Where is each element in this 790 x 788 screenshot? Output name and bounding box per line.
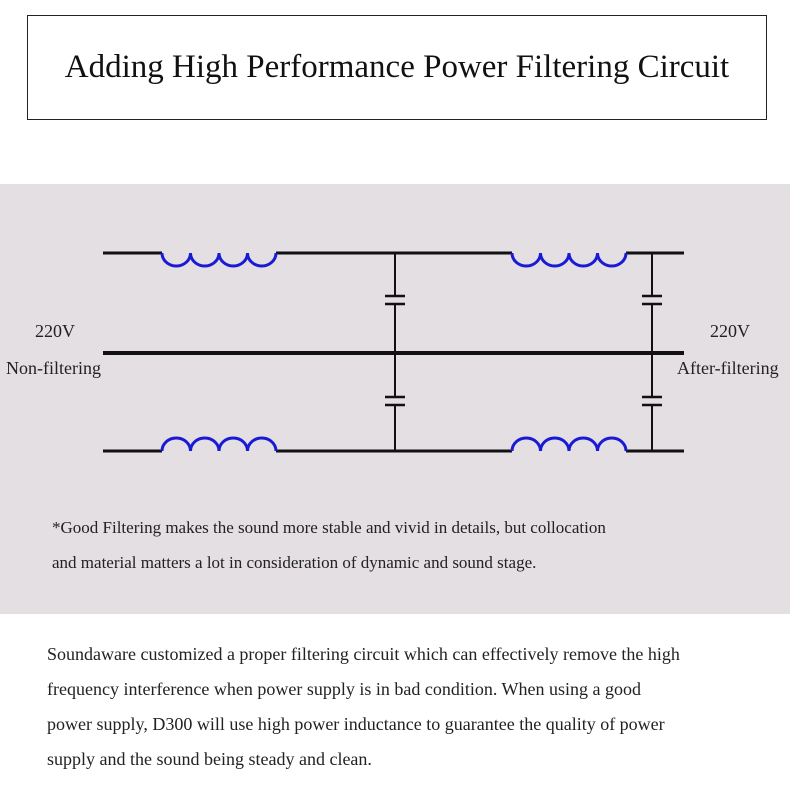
inductor-top-1 <box>160 252 278 268</box>
inductor-top-2 <box>510 252 628 268</box>
note-line-1: *Good Filtering makes the sound more sta… <box>52 518 606 537</box>
right-voltage-label: 220V <box>710 321 750 341</box>
inductor-bottom-2 <box>510 436 628 452</box>
filtering-note: *Good Filtering makes the sound more sta… <box>52 510 752 580</box>
note-line-2: and material matters a lot in considerat… <box>52 553 537 572</box>
right-state-label: After-filtering <box>677 358 779 378</box>
left-voltage-label: 220V <box>35 321 75 341</box>
title-box: Adding High Performance Power Filtering … <box>27 15 767 120</box>
capacitor-branch-1 <box>385 253 405 451</box>
inductor-bottom-1 <box>160 436 278 452</box>
page-title: Adding High Performance Power Filtering … <box>64 49 730 85</box>
description-paragraph: Soundaware customized a proper filtering… <box>47 637 767 777</box>
description-line-3: power supply, D300 will use high power i… <box>47 714 665 734</box>
description-line-4: supply and the sound being steady and cl… <box>47 749 372 769</box>
capacitor-branch-2 <box>642 253 662 451</box>
description-line-1: Soundaware customized a proper filtering… <box>47 644 680 664</box>
circuit-panel: 220V Non-filtering 220V After-filtering … <box>0 184 790 614</box>
description-line-2: frequency interference when power supply… <box>47 679 641 699</box>
left-state-label: Non-filtering <box>6 358 101 378</box>
filter-circuit-diagram <box>103 251 684 453</box>
